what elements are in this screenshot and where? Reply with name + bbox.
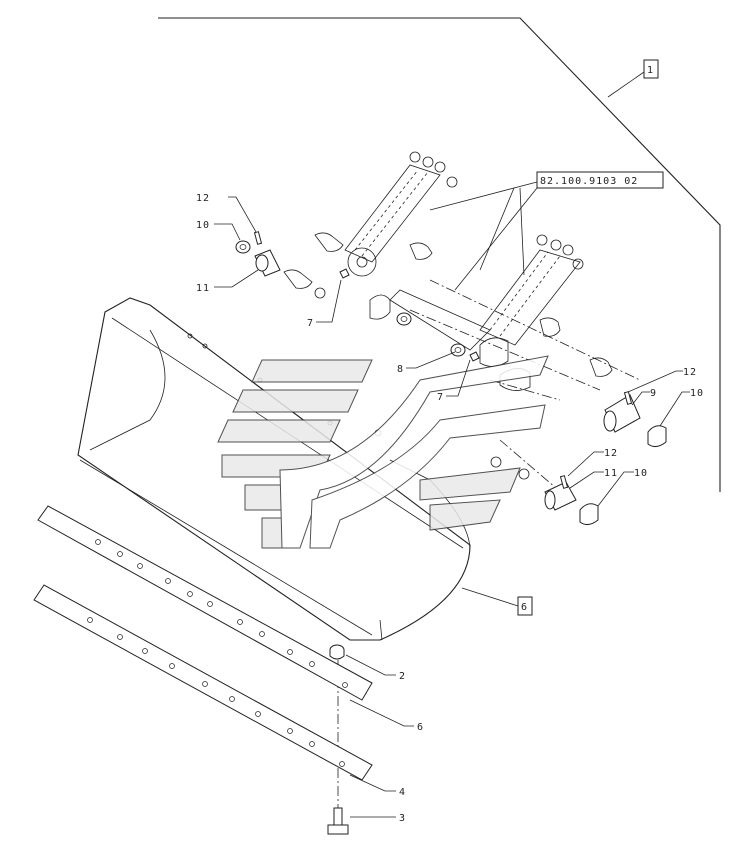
callout-3: 3 <box>399 813 406 824</box>
assembly-bracket: 1 <box>158 17 721 492</box>
callout-2: 2 <box>399 671 406 682</box>
callout-11-upper: 11 <box>196 283 210 294</box>
callout-12-right: 12 <box>683 367 697 378</box>
cutting-edge-upper <box>37 505 373 701</box>
callout-12-lower: 12 <box>604 448 618 459</box>
callout-10-lower: 10 <box>634 468 648 479</box>
bolt <box>327 807 349 835</box>
cutting-edge-lower <box>33 584 373 781</box>
reference-code-label: 82.100.9103 02 <box>540 176 638 187</box>
bucket-ref-box <box>517 596 533 616</box>
callout-7-lower: 7 <box>437 392 444 403</box>
loader-arm-right <box>389 234 613 480</box>
callout-12-upper: 12 <box>196 193 210 204</box>
brand-logo-watermark <box>217 355 549 549</box>
callout-8: 8 <box>397 364 404 375</box>
assembly-ref-label: 1 <box>647 65 654 76</box>
washer-upper <box>235 240 251 254</box>
callout-4: 4 <box>399 787 406 798</box>
pin-upper <box>254 249 281 277</box>
callout-10-right: 10 <box>690 388 704 399</box>
callout-7-upper: 7 <box>307 318 314 329</box>
callout-11-lower: 11 <box>604 468 618 479</box>
bucket-ref-label: 6 <box>521 602 528 613</box>
callout-labels: 12 10 11 7 8 7 12 9 10 12 11 10 2 6 4 3 <box>196 193 704 824</box>
assembly-axes <box>337 279 641 810</box>
loader-arm-left <box>283 151 458 320</box>
reference-code-callout: 82.100.9103 02 <box>429 171 664 291</box>
callout-9: 9 <box>650 388 657 399</box>
callout-10-upper: 10 <box>196 220 210 231</box>
pin-right-upper <box>603 391 667 448</box>
pin-right-lower <box>544 475 599 526</box>
nut <box>329 644 345 660</box>
callout-6: 6 <box>417 722 424 733</box>
leader-lines <box>214 196 690 818</box>
assembly-ref-box <box>643 59 659 79</box>
lock-pin-upper <box>253 231 263 245</box>
bushing-mid <box>339 268 480 362</box>
